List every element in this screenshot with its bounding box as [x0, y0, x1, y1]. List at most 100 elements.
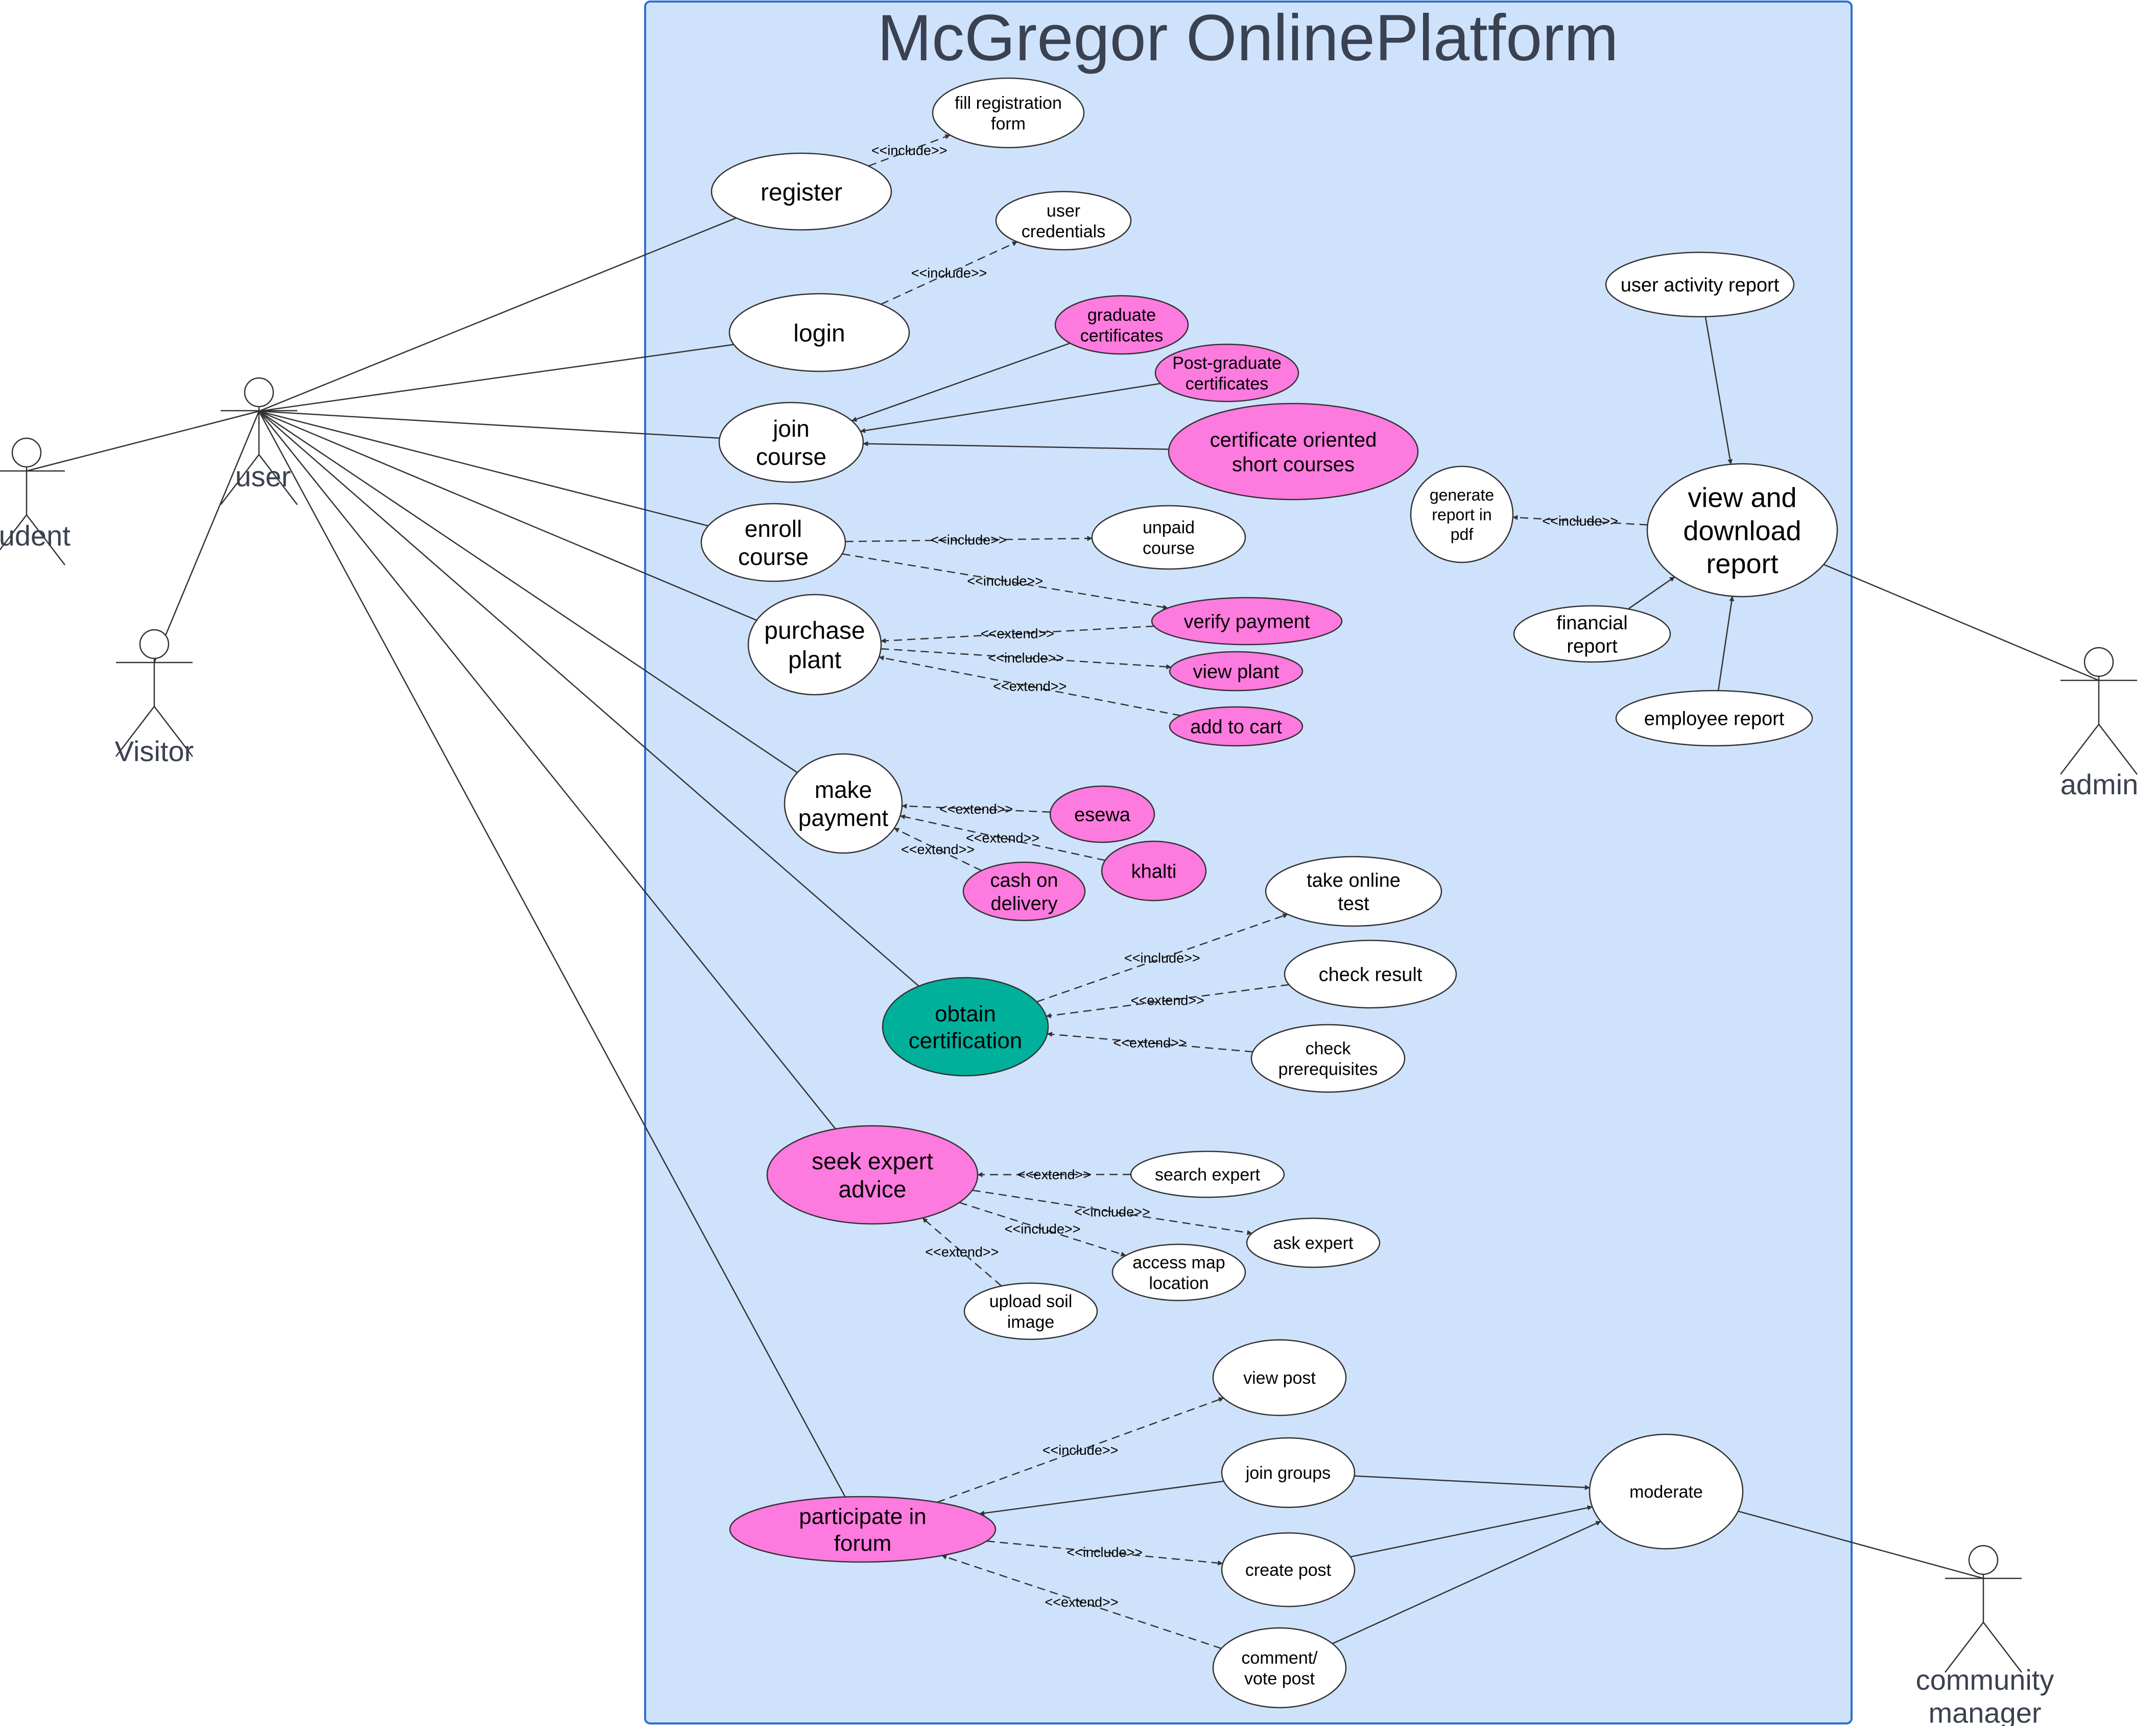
use-case-label: participate in [799, 1504, 926, 1529]
stereotype-label: <<include>> [967, 573, 1043, 588]
use-case-moderate[interactable]: moderate [1589, 1433, 1744, 1550]
use-case-label: pdf [1451, 525, 1474, 543]
association-user-enroll [258, 410, 708, 527]
use-case-label: advice [839, 1176, 907, 1202]
use-case-search_expert[interactable]: search expert [1130, 1150, 1285, 1198]
use-case-create_post[interactable]: create post [1221, 1532, 1356, 1607]
use-case-label: Post-graduate [1172, 353, 1282, 373]
actor-head [11, 437, 42, 468]
association-user-login [258, 344, 734, 412]
use-case-label: course [756, 443, 826, 470]
use-case-ask_expert[interactable]: ask expert [1246, 1217, 1381, 1268]
use-case-shape [700, 503, 846, 582]
use-case-join_groups[interactable]: join groups [1221, 1437, 1356, 1508]
use-case-label: location [1149, 1274, 1209, 1293]
use-case-label: add to cart [1190, 717, 1282, 738]
stereotype-label: <<extend>> [939, 801, 1013, 817]
use-case-label: check result [1319, 964, 1423, 986]
use-case-esewa[interactable]: esewa [1049, 785, 1155, 843]
association-user-register [258, 217, 737, 412]
use-case-verify[interactable]: verify payment [1151, 597, 1343, 646]
stereotype-label: <<extend>> [1017, 1167, 1091, 1182]
use-case-view_plant[interactable]: view plant [1169, 651, 1304, 692]
use-case-label: credentials [1022, 222, 1105, 242]
use-case-shape [729, 1496, 997, 1563]
use-case-label: enroll [745, 515, 802, 542]
actor-label: tudent [0, 519, 70, 552]
actor-leg [258, 454, 298, 505]
actor-label: admin [2060, 768, 2139, 800]
use-case-label: plant [788, 647, 841, 674]
use-case-user_activity[interactable]: user activity report [1605, 251, 1795, 318]
use-case-shape [1151, 597, 1343, 646]
use-case-label: join groups [1245, 1463, 1331, 1483]
use-case-label: access map [1132, 1253, 1225, 1272]
relation-create_post-to-moderate [1350, 1505, 1593, 1558]
use-case-employee[interactable]: employee report [1615, 690, 1813, 747]
use-case-label: short courses [1232, 453, 1355, 476]
use-case-shape [1091, 505, 1246, 570]
use-case-shape [747, 594, 882, 696]
actor-admin[interactable]: admin [2060, 647, 2139, 800]
use-case-comment[interactable]: comment/vote post [1212, 1627, 1347, 1709]
use-case-shape [1513, 605, 1671, 663]
association-user-purchase [258, 410, 757, 621]
use-case-map[interactable]: access map location [1111, 1243, 1246, 1302]
relation-join_groups-to-moderate [1354, 1475, 1590, 1491]
use-case-shape [1168, 403, 1419, 501]
association-user-join_course [258, 410, 720, 439]
use-case-label: financial [1556, 612, 1627, 634]
use-case-add_cart[interactable]: add to cart [1169, 706, 1304, 747]
actor-visitor[interactable]: Visitor [115, 629, 194, 767]
actor-student[interactable]: tudent [0, 437, 70, 565]
actor-user[interactable]: user [220, 377, 298, 505]
relationship-lines [842, 134, 1735, 1649]
use-case-login[interactable]: login [728, 293, 910, 372]
use-case-register[interactable]: register [710, 152, 892, 231]
association-user-payment [258, 410, 798, 773]
association-user-seek_expert [258, 411, 836, 1129]
relation-check_result-to-obtain_cert [1046, 984, 1289, 1019]
use-case-label: vote post [1244, 1669, 1315, 1689]
relation-user_activity-to-view_report [1704, 316, 1733, 465]
use-case-label: unpaid [1143, 518, 1195, 537]
relation-soil-to-seek_expert [922, 1217, 1002, 1287]
use-case-label: moderate [1629, 1482, 1703, 1502]
use-case-check_result[interactable]: check result [1284, 939, 1457, 1009]
use-case-shape [710, 152, 892, 231]
actor-leg [1945, 1622, 1984, 1673]
use-case-label: login [793, 320, 845, 347]
relation-comment-to-moderate [1332, 1521, 1601, 1644]
stereotype-labels: <<include>><<include>><<include>><<inclu… [871, 143, 1618, 1610]
association-community_manager-moderate [1738, 1510, 1984, 1579]
use-case-khalti[interactable]: khalti [1101, 840, 1207, 902]
use-case-shape [718, 401, 864, 483]
use-case-shape [1054, 295, 1189, 355]
relation-view_report-to-pdf [1512, 515, 1648, 526]
relation-add_cart-to-purchase [879, 655, 1181, 717]
use-case-view_post[interactable]: view post [1212, 1339, 1347, 1416]
relation-pg_cert-to-join_course [860, 383, 1161, 433]
